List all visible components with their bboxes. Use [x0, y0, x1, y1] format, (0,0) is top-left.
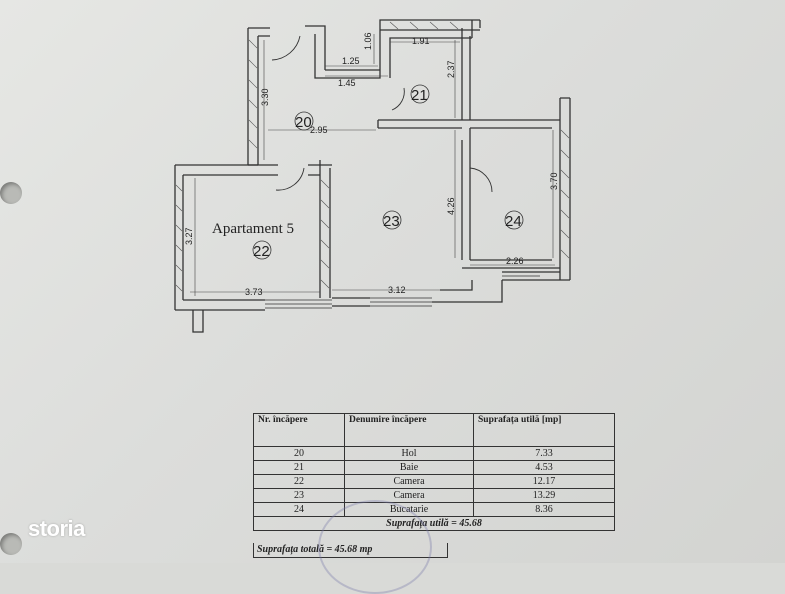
- table-row: 24 Bucatarie 8.36: [253, 502, 615, 517]
- apartment-label: Apartament 5: [212, 221, 294, 237]
- dim-3-27: 3.27: [184, 227, 194, 245]
- header-name: Denumire încăpere: [344, 413, 474, 447]
- header-nr: Nr. încăpere: [253, 413, 345, 447]
- stamp-seal: [318, 500, 432, 594]
- dim-1-45: 1.45: [338, 78, 356, 88]
- room-number-22: 22: [253, 243, 270, 260]
- dim-3-12: 3.12: [388, 285, 406, 295]
- useful-total: Suprafața utilă = 45.68: [253, 516, 615, 531]
- room-number-24: 24: [505, 213, 522, 230]
- table-row: 21 Baie 4.53: [253, 460, 615, 475]
- cell-area: 4.53: [473, 460, 615, 475]
- cell-area: 12.17: [473, 474, 615, 489]
- brand-watermark: storia: [28, 516, 85, 541]
- table-row: 22 Camera 12.17: [253, 474, 615, 489]
- dim-2-95: 2.95: [310, 125, 328, 135]
- cell-area: 7.33: [473, 446, 615, 461]
- cell-nr: 22: [253, 474, 345, 489]
- rooms-table: Nr. încăpere Denumire încăpere Suprafața…: [253, 413, 615, 531]
- dim-4-26: 4.26: [446, 197, 456, 215]
- floor-plan: 1.06 1.91 1.25 1.45 2.37 3.30 2.95 4.26 …: [174, 19, 571, 333]
- table-row: 20 Hol 7.33: [253, 446, 615, 461]
- cell-nr: 23: [253, 488, 345, 503]
- dim-3-70: 3.70: [549, 172, 559, 190]
- dim-2-26: 2.26: [506, 256, 524, 266]
- dim-3-73: 3.73: [245, 287, 263, 297]
- useful-total-row: Suprafața utilă = 45.68: [253, 516, 615, 531]
- header-area: Suprafața utilă [mp]: [473, 413, 615, 447]
- dim-3-30: 3.30: [260, 88, 270, 106]
- cell-area: 13.29: [473, 488, 615, 503]
- dim-1-06: 1.06: [363, 32, 373, 50]
- dim-1-25: 1.25: [342, 56, 360, 66]
- cell-area: 8.36: [473, 502, 615, 517]
- dim-2-37: 2.37: [446, 60, 456, 78]
- cell-nr: 20: [253, 446, 345, 461]
- room-number-21: 21: [411, 87, 428, 104]
- room-number-20: 20: [295, 114, 312, 131]
- cell-nr: 21: [253, 460, 345, 475]
- dim-1-91: 1.91: [412, 36, 430, 46]
- table-row: 23 Camera 13.29: [253, 488, 615, 503]
- cell-name: Hol: [344, 446, 474, 461]
- cell-name: Baie: [344, 460, 474, 475]
- punch-hole: [0, 182, 22, 204]
- cell-nr: 24: [253, 502, 345, 517]
- cell-name: Camera: [344, 474, 474, 489]
- room-number-23: 23: [383, 213, 400, 230]
- punch-hole: [0, 533, 22, 555]
